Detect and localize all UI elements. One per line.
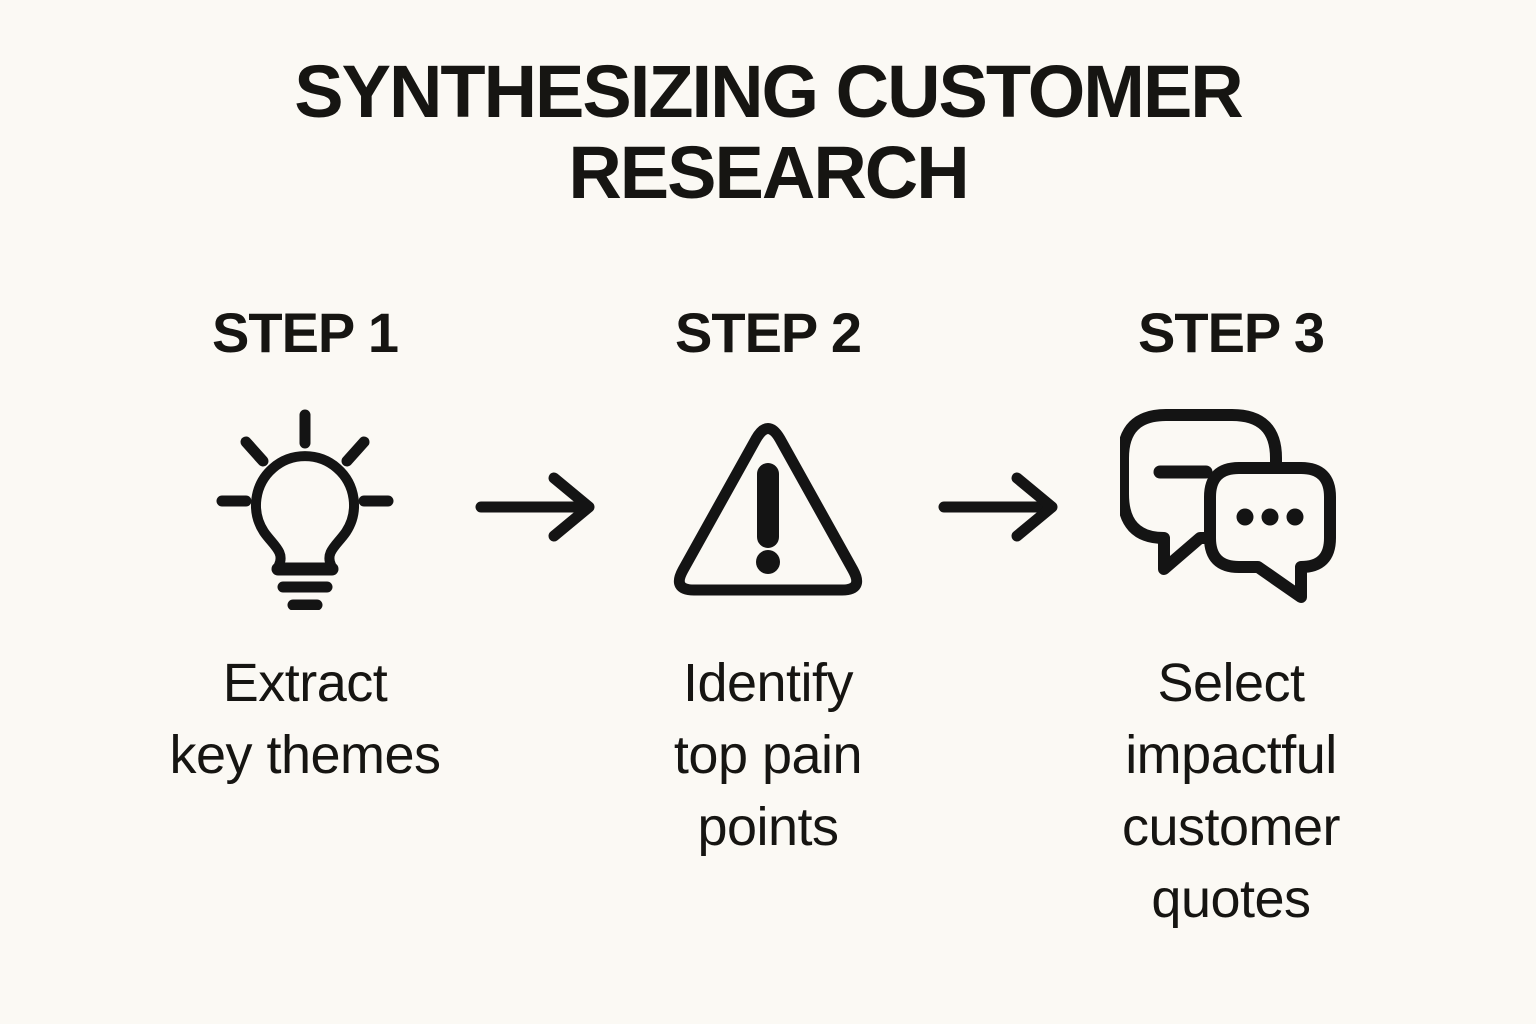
speech-bubbles-icon — [1120, 405, 1342, 610]
lightbulb-icon — [215, 405, 395, 611]
step-2-caption: Identify top pain points — [673, 648, 863, 863]
step-3-caption-line: impactful — [1125, 725, 1337, 786]
step-3-column: STEP 3 Select impactful cus — [1071, 305, 1391, 935]
page-title-line-2: RESEARCH — [568, 130, 969, 214]
step-3-caption: Select impactful customer quotes — [1121, 648, 1341, 935]
step-2-caption-line: points — [697, 796, 839, 857]
step-3-caption-line: Select — [1157, 653, 1305, 714]
step-2-column: STEP 2 Identify top pain points — [608, 305, 928, 863]
page-title-line-1: SYNTHESIZING CUSTOMER — [294, 50, 1244, 133]
step-1-caption-line: Extract — [222, 653, 388, 714]
connector-1 — [465, 305, 608, 547]
step-3-caption-line: customer — [1121, 796, 1341, 857]
step-1-label: STEP 1 — [212, 301, 399, 365]
step-1-column: STEP 1 Extract — [145, 305, 465, 792]
step-2-caption-line: top pain — [673, 725, 863, 786]
arrow-right-icon — [938, 467, 1062, 547]
warning-triangle-icon — [663, 405, 873, 610]
step-3-caption-line: quotes — [1151, 868, 1311, 929]
connector-2 — [928, 305, 1071, 547]
step-3-label: STEP 3 — [1138, 301, 1325, 365]
step-2-caption-line: Identify — [682, 653, 854, 714]
arrow-right-icon — [475, 467, 599, 547]
step-1-caption: Extract key themes — [169, 648, 441, 792]
step-1-caption-line: key themes — [169, 725, 441, 786]
step-2-label: STEP 2 — [675, 301, 862, 365]
page-title: SYNTHESIZING CUSTOMER RESEARCH — [0, 50, 1536, 214]
steps-row: STEP 1 Extract — [0, 305, 1536, 935]
